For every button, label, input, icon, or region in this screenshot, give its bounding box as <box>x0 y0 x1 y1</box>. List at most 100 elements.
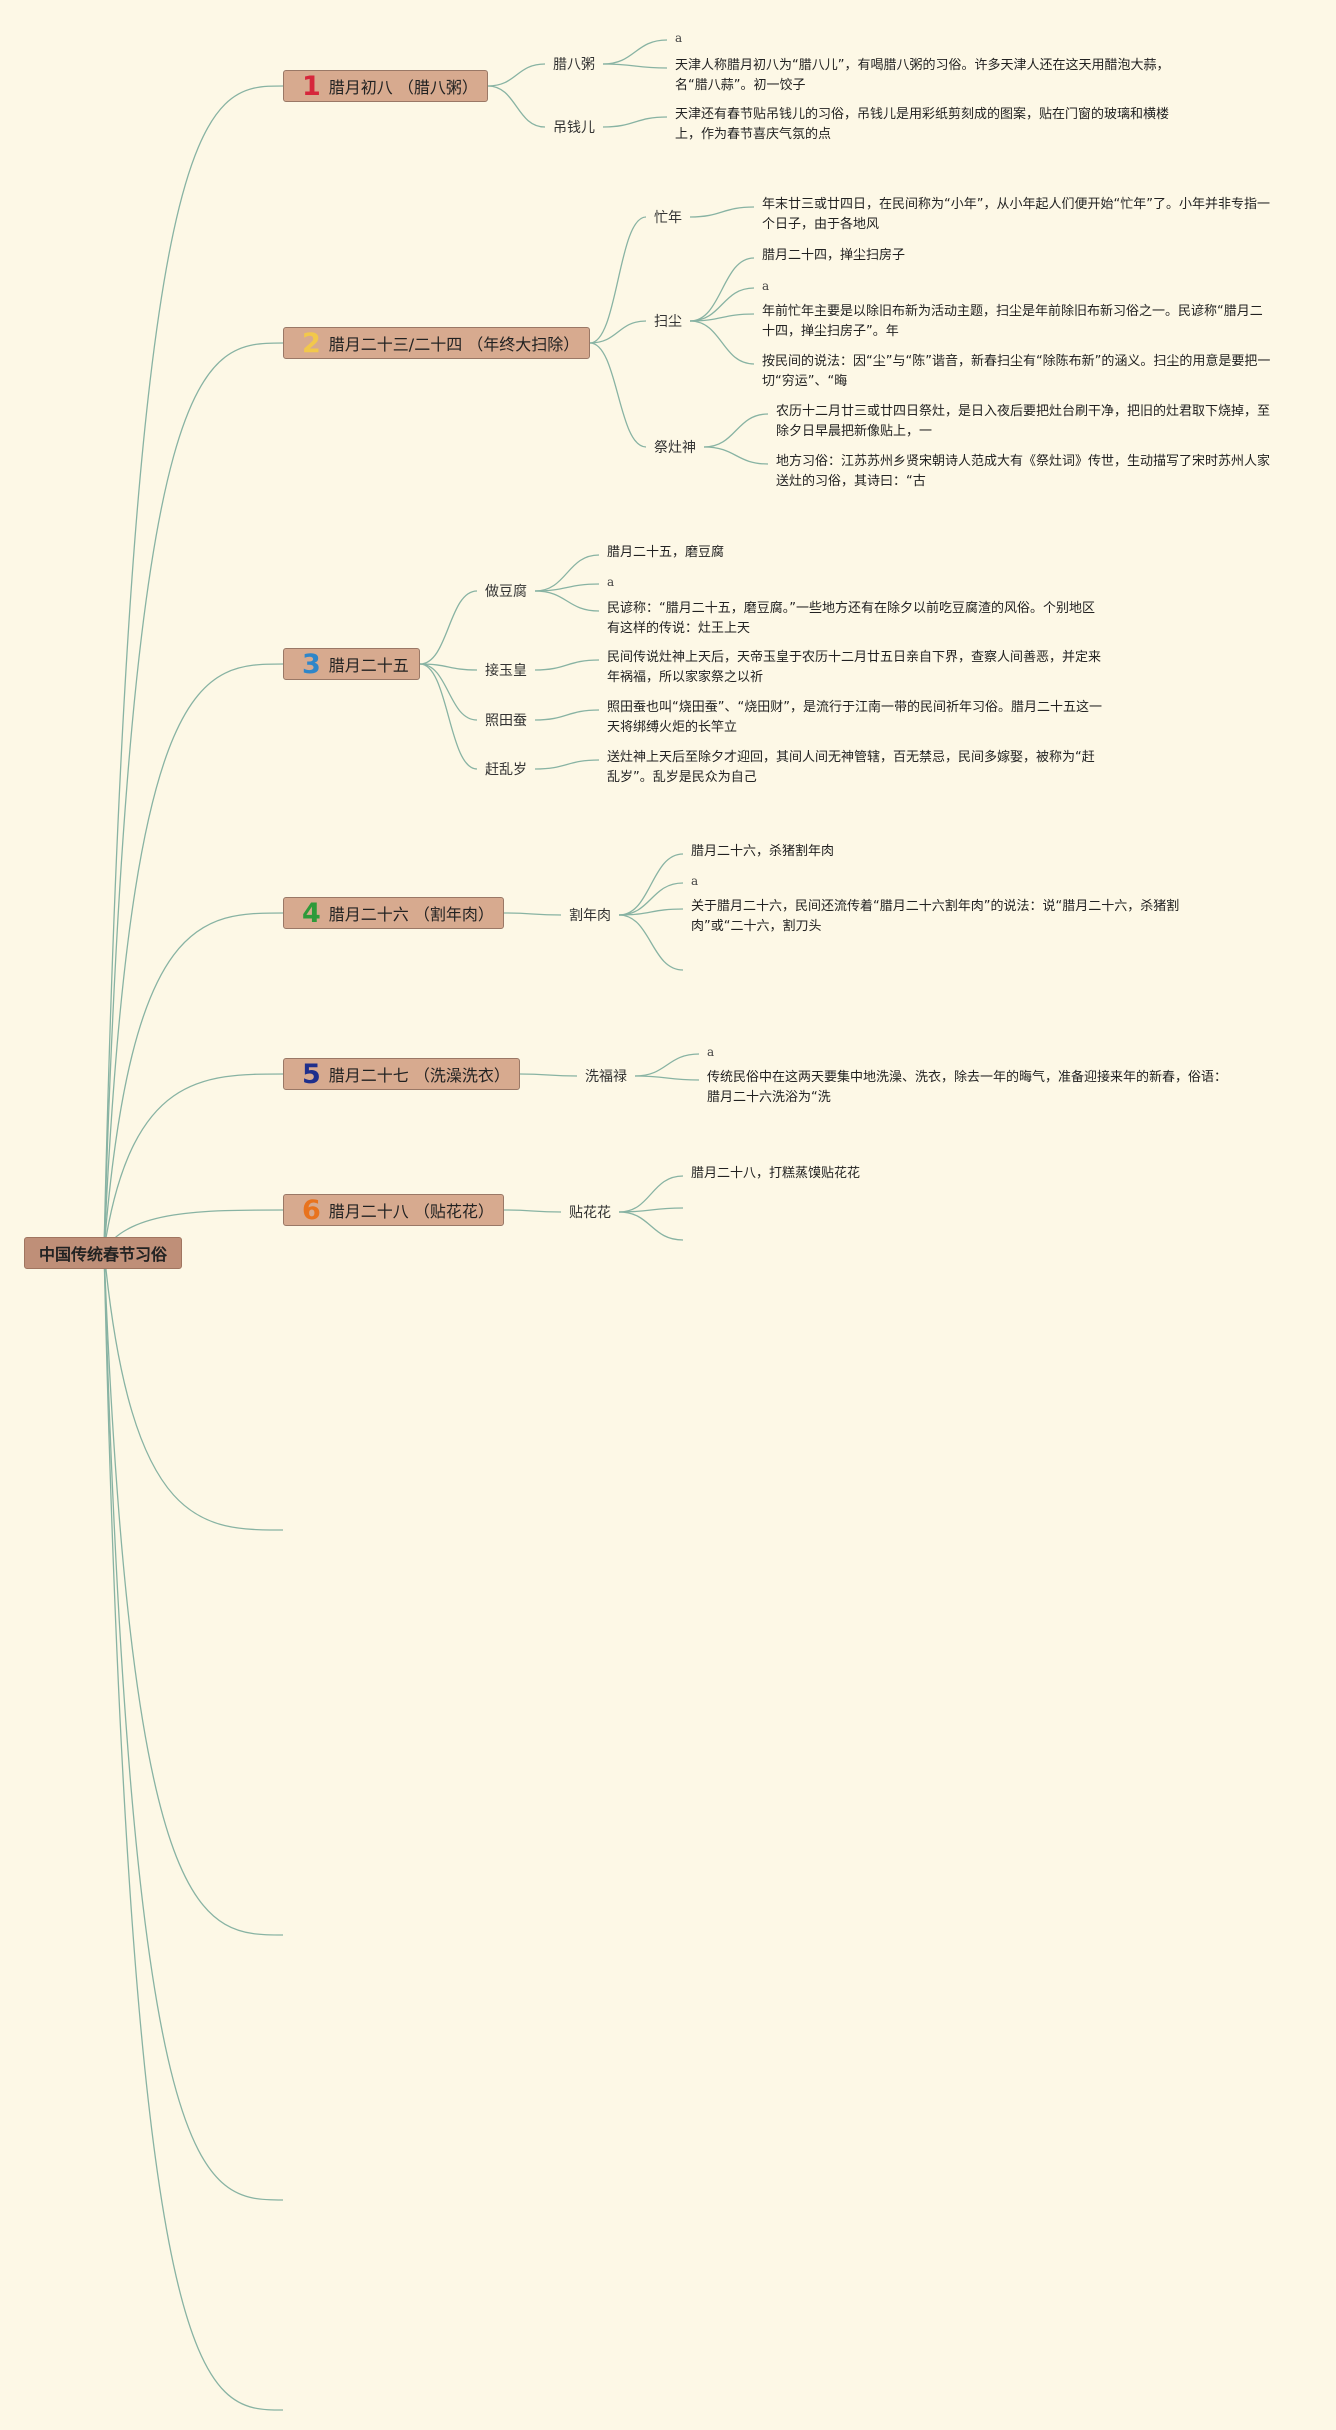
root-branch-link-empty <box>103 1249 284 1936</box>
subtopic-saochen[interactable]: 扫尘 <box>654 314 682 330</box>
number-5-icon: 5 <box>302 1058 321 1090</box>
sub-leaf-link <box>602 39 668 65</box>
subtopic-zhaotiancan[interactable]: 照田蚕 <box>485 713 527 729</box>
sub-leaf-link <box>634 1053 700 1077</box>
leaf-note[interactable]: a <box>762 279 770 293</box>
branch-sub-link <box>503 912 562 916</box>
sub-leaf-link <box>689 313 755 322</box>
branch-topic-6[interactable]: 6 腊月二十八 （贴花花） <box>283 1194 504 1226</box>
leaf-note[interactable]: 腊月二十六，杀猪割年肉 <box>691 844 835 859</box>
subtopic-ganluansui[interactable]: 赶乱岁 <box>485 762 527 778</box>
leaf-note[interactable]: 传统民俗中在这两天要集中地洗澡、洗衣，除去一年的晦气，准备迎接来年的新春，俗语：… <box>707 1070 1228 1105</box>
leaf-note[interactable]: 年前忙年主要是以除旧布新为活动主题，扫尘是年前除旧布新习俗之一。民谚称“腊月二十… <box>762 304 1263 339</box>
sub-leaf-link <box>618 1211 684 1241</box>
branch-topic-3[interactable]: 3 腊月二十五 <box>283 648 420 680</box>
sub-leaf-link <box>602 116 668 128</box>
number-3-icon: 3 <box>302 648 321 680</box>
root-branch-link-empty <box>103 1249 284 2411</box>
subtopic-laba-porridge[interactable]: 腊八粥 <box>553 57 595 73</box>
leaf-note[interactable]: 年末廿三或廿四日，在民间称为“小年”，从小年起人们便开始“忙年”了。小年并非专指… <box>762 197 1270 232</box>
sub-leaf-link <box>618 908 684 916</box>
sub-leaf-link <box>618 853 684 916</box>
sub-leaf-link <box>689 206 755 218</box>
sub-leaf-link <box>618 914 684 971</box>
leaf-note[interactable]: 送灶神上天后至除夕才迎回，其间人间无神管辖，百无禁忌，民间多嫁娶，被称为“赶乱岁… <box>607 750 1095 785</box>
subtopic-jieyuhuang[interactable]: 接玉皇 <box>485 663 527 679</box>
leaf-note[interactable]: 农历十二月廿三或廿四日祭灶，是日入夜后要把灶台刷干净，把旧的灶君取下烧掉，至除夕… <box>776 404 1271 439</box>
branch-sub-link <box>589 342 647 448</box>
subtopic-diaoqian[interactable]: 吊钱儿 <box>553 120 595 136</box>
leaf-note[interactable]: 按民间的说法：因“尘”与“陈”谐音，新春扫尘有“除陈布新”的涵义。扫尘的用意是要… <box>762 354 1271 389</box>
branch-sub-link <box>487 63 546 87</box>
leaf-note[interactable]: 地方习俗：江苏苏州乡贤宋朝诗人范成大有《祭灶词》传世，生动描写了宋时苏州人家送灶… <box>776 454 1271 489</box>
leaf-note[interactable]: a <box>675 31 683 45</box>
leaf-note[interactable]: a <box>607 575 615 589</box>
root-branch-link <box>103 912 284 1251</box>
root-branch-link-empty <box>103 1249 284 2201</box>
leaf-note-empty[interactable] <box>691 1228 891 1248</box>
branch-topic-5[interactable]: 5 腊月二十七 （洗澡洗衣） <box>283 1058 520 1090</box>
number-4-icon: 4 <box>302 897 321 929</box>
sub-leaf-link <box>534 583 600 592</box>
sub-leaf-link <box>602 63 668 69</box>
branch-sub-link <box>487 85 546 128</box>
branch-sub-link <box>419 663 478 671</box>
root-branch-link <box>103 342 284 1251</box>
sub-leaf-link <box>534 554 600 592</box>
number-6-icon: 6 <box>302 1194 321 1226</box>
subtopic-mangnian[interactable]: 忙年 <box>654 210 682 226</box>
sub-leaf-link <box>534 709 600 721</box>
leaf-note[interactable]: 民谚称：“腊月二十五，磨豆腐。”一些地方还有在除夕以前吃豆腐渣的风俗。个别地区有… <box>607 601 1095 636</box>
leaf-note[interactable]: 腊月二十八，打糕蒸馍贴花花 <box>691 1166 861 1181</box>
root-branch-link <box>103 1073 284 1251</box>
branch-sub-link <box>519 1073 578 1077</box>
branch-label: 腊月二十八 （贴花花） <box>328 1202 494 1221</box>
leaf-note-empty[interactable] <box>691 958 891 978</box>
sub-leaf-link <box>618 882 684 916</box>
branch-sub-link <box>589 216 647 344</box>
sub-leaf-link <box>534 590 600 612</box>
branch-topic-1[interactable]: 1 腊月初八 （腊八粥） <box>283 70 488 102</box>
sub-leaf-link <box>618 1175 684 1213</box>
leaf-note-empty[interactable] <box>691 1196 891 1216</box>
leaf-note[interactable]: 民间传说灶神上天后，天帝玉皇于农历十二月廿五日亲自下界，查察人间善恶，并定来年祸… <box>607 650 1102 685</box>
sub-leaf-link <box>703 413 769 448</box>
subtopic-jizaoshen[interactable]: 祭灶神 <box>654 440 696 456</box>
leaf-note[interactable]: 腊月二十四，掸尘扫房子 <box>762 248 906 263</box>
subtopic-tiehuahua[interactable]: 贴花花 <box>569 1205 611 1221</box>
sub-leaf-link <box>634 1075 700 1081</box>
subtopic-xifulu[interactable]: 洗福禄 <box>585 1069 627 1085</box>
root-branch-link <box>103 85 284 1251</box>
leaf-note[interactable]: 关于腊月二十六，民间还流传着“腊月二十六割年肉”的说法：说“腊月二十六，杀猪割肉… <box>691 899 1180 934</box>
branch-label: 腊月二十六 （割年肉） <box>328 905 494 924</box>
subtopic-genianrou[interactable]: 割年肉 <box>569 908 611 924</box>
sub-leaf-link <box>534 759 600 770</box>
branch-sub-link <box>503 1209 562 1213</box>
branch-topic-4[interactable]: 4 腊月二十六 （割年肉） <box>283 897 504 929</box>
sub-leaf-link <box>689 320 755 365</box>
leaf-note[interactable]: 天津人称腊月初八为“腊八儿”，有喝腊八粥的习俗。许多天津人还在这天用醋泡大蒜，名… <box>675 58 1170 93</box>
branch-label: 腊月二十三/二十四 （年终大扫除） <box>328 335 580 354</box>
root-topic[interactable]: 中国传统春节习俗 <box>24 1237 182 1269</box>
branch-label: 腊月二十七 （洗澡洗衣） <box>328 1066 510 1085</box>
sub-leaf-link <box>534 659 600 671</box>
sub-leaf-link <box>689 257 755 322</box>
sub-leaf-link <box>703 446 769 465</box>
sub-leaf-link <box>689 287 755 322</box>
branch-sub-link <box>419 663 478 770</box>
branch-label: 腊月初八 （腊八粥） <box>328 78 478 97</box>
number-1-icon: 1 <box>302 70 321 102</box>
leaf-note[interactable]: 天津还有春节贴吊钱儿的习俗，吊钱儿是用彩纸剪刻成的图案，贴在门窗的玻璃和横楼上，… <box>675 107 1170 142</box>
branch-sub-link <box>419 590 478 665</box>
branch-sub-link <box>419 663 478 721</box>
branch-label: 腊月二十五 <box>328 656 409 675</box>
root-branch-link <box>103 663 284 1251</box>
leaf-note[interactable]: 腊月二十五，磨豆腐 <box>607 545 725 560</box>
branch-sub-link <box>589 320 647 344</box>
leaf-note[interactable]: a <box>707 1045 715 1059</box>
subtopic-zuodoufu[interactable]: 做豆腐 <box>485 584 527 600</box>
leaf-note[interactable]: 照田蚕也叫“烧田蚕”、“烧田财”，是流行于江南一带的民间祈年习俗。腊月二十五这一… <box>607 700 1102 735</box>
branch-topic-2[interactable]: 2 腊月二十三/二十四 （年终大扫除） <box>283 327 590 359</box>
leaf-note[interactable]: a <box>691 874 699 888</box>
sub-leaf-link <box>618 1207 684 1213</box>
